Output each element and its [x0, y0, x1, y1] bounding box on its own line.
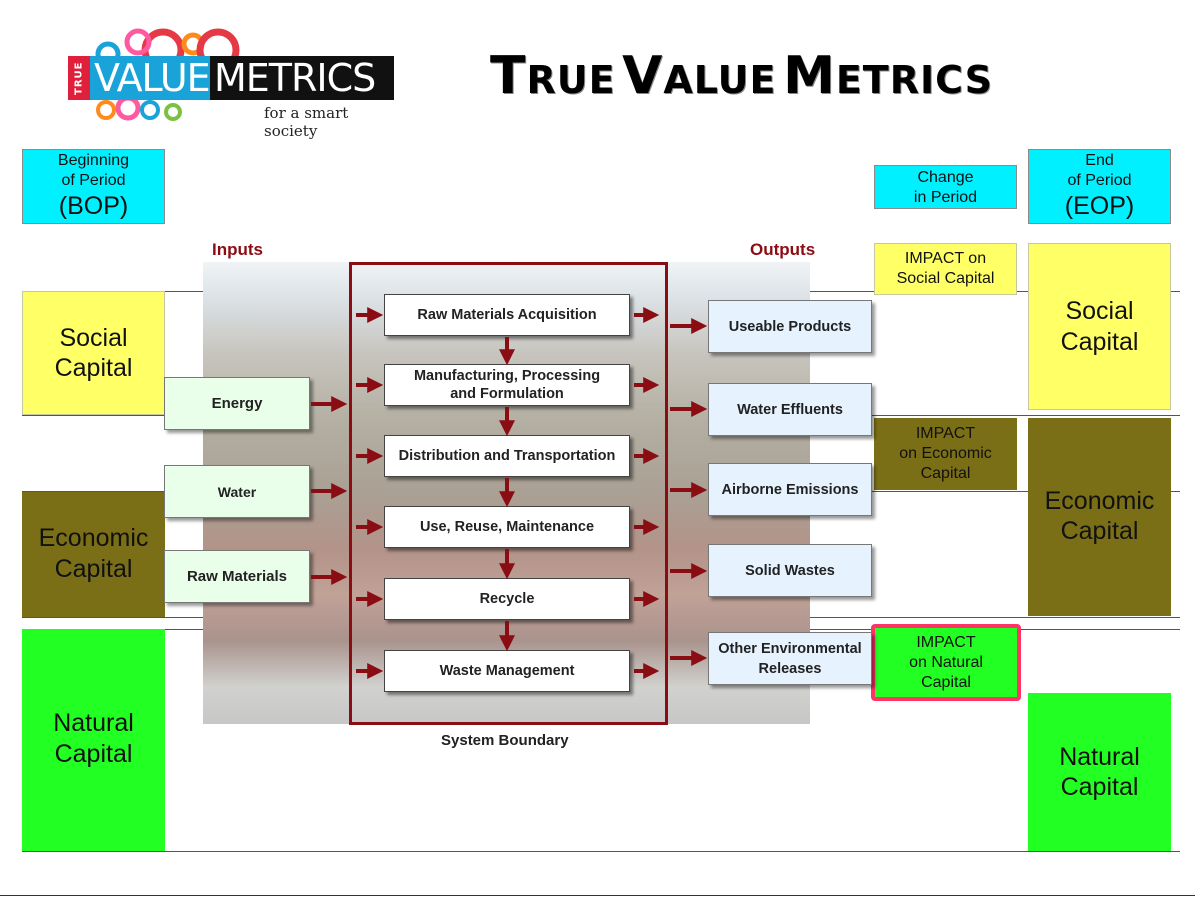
- logo: TRUE VALUE METRICS for a smart society: [68, 20, 398, 140]
- stage-raw-materials-acquisition: Raw Materials Acquisition: [384, 294, 630, 336]
- impact-economic: IMPACT on Economic Capital: [874, 418, 1017, 490]
- stage-label: and Formulation: [450, 386, 564, 402]
- bop-natural-capital: Natural Capital: [22, 629, 165, 851]
- inputs-header: Inputs: [212, 240, 263, 259]
- logo-tagline: for a smart society: [264, 104, 349, 140]
- title-letter: T: [490, 46, 527, 106]
- impact-line: IMPACT: [916, 633, 976, 651]
- title-part: ALUE: [663, 58, 777, 102]
- title-letter: V: [622, 46, 664, 106]
- eop-line: of Period: [1067, 172, 1132, 189]
- stage-label: Use, Reuse, Maintenance: [419, 519, 595, 535]
- bop-line: of Period: [61, 172, 126, 189]
- stage-manufacturing: Manufacturing, Processing and Formulatio…: [384, 364, 630, 406]
- change-line: Change: [917, 169, 974, 186]
- eop-natural-capital: Natural Capital: [1028, 693, 1171, 851]
- band-line: [22, 851, 1180, 852]
- output-label: Useable Products: [728, 318, 852, 335]
- capital-label: Economic: [38, 524, 149, 552]
- page-title: TRUE VALUE METRICS: [490, 46, 1090, 106]
- capital-label: Social: [59, 324, 128, 352]
- stage-recycle: Recycle: [384, 578, 630, 620]
- output-label: Other Environmental: [718, 640, 862, 657]
- output-solid-wastes: Solid Wastes: [708, 544, 872, 597]
- impact-line: IMPACT on: [904, 250, 987, 267]
- eop-economic-capital: Economic Capital: [1028, 418, 1171, 616]
- stage-label: Raw Materials Acquisition: [417, 307, 597, 323]
- capital-label: Capital: [1060, 328, 1139, 356]
- input-raw-materials: Raw Materials: [164, 550, 310, 603]
- capital-label: Economic: [1044, 487, 1155, 515]
- capital-label: Natural: [53, 709, 134, 737]
- bop-abbr: (BOP): [58, 192, 129, 220]
- eop-box: End of Period (EOP): [1028, 149, 1171, 224]
- output-water-effluents: Water Effluents: [708, 383, 872, 436]
- system-boundary-frame: [349, 262, 668, 725]
- impact-line: Capital: [921, 673, 971, 691]
- capital-label: Natural: [1059, 743, 1140, 771]
- change-line: in Period: [913, 189, 978, 206]
- impact-social: IMPACT on Social Capital: [874, 243, 1017, 295]
- capital-label: Capital: [54, 555, 133, 583]
- output-label: Solid Wastes: [745, 562, 835, 579]
- stage-label: Recycle: [479, 591, 535, 607]
- impact-line: IMPACT: [915, 425, 976, 442]
- output-label: Water Effluents: [737, 401, 843, 418]
- stage-label: Distribution and Transportation: [398, 448, 616, 464]
- impact-line: Social Capital: [896, 270, 995, 287]
- outputs-header: Outputs: [750, 240, 816, 259]
- bop-line: Beginning: [57, 152, 130, 169]
- capital-label: Capital: [1060, 517, 1139, 545]
- capital-label: Capital: [54, 740, 133, 768]
- eop-social-capital: Social Capital: [1028, 243, 1171, 410]
- bop-box: Beginning of Period (BOP): [22, 149, 165, 224]
- stage-label: Manufacturing, Processing: [413, 368, 601, 384]
- output-label: Airborne Emissions: [721, 481, 859, 498]
- logo-value: VALUE: [90, 56, 214, 100]
- bop-economic-capital: Economic Capital: [22, 492, 165, 617]
- title-part: ETRICS: [835, 58, 994, 102]
- logo-metrics: METRICS: [210, 56, 394, 100]
- logo-true: TRUE: [68, 56, 90, 100]
- output-label: Releases: [758, 660, 822, 677]
- output-airborne-emissions: Airborne Emissions: [708, 463, 872, 516]
- stage-distribution: Distribution and Transportation: [384, 435, 630, 477]
- impact-natural: IMPACT on Natural Capital: [871, 624, 1021, 701]
- output-useable-products: Useable Products: [708, 300, 872, 353]
- system-boundary-label: System Boundary: [441, 732, 569, 749]
- output-other-releases: Other Environmental Releases: [708, 632, 872, 685]
- eop-abbr: (EOP): [1064, 192, 1135, 220]
- stage-label: Waste Management: [439, 663, 575, 679]
- input-energy: Energy: [164, 377, 310, 430]
- capital-label: Social: [1065, 297, 1134, 325]
- capital-label: Capital: [1060, 773, 1139, 801]
- capital-label: Capital: [54, 354, 133, 382]
- impact-line: Capital: [920, 465, 971, 482]
- title-letter: M: [783, 46, 836, 106]
- impact-line: on Natural: [909, 653, 983, 671]
- input-water: Water: [164, 465, 310, 518]
- footer-line: [0, 895, 1195, 896]
- impact-line: on Economic: [899, 445, 992, 462]
- eop-line: End: [1085, 152, 1114, 169]
- change-box: Change in Period: [874, 165, 1017, 209]
- title-part: RUE: [526, 58, 616, 102]
- bop-social-capital: Social Capital: [22, 291, 165, 415]
- stage-use-reuse: Use, Reuse, Maintenance: [384, 506, 630, 548]
- stage-waste-management: Waste Management: [384, 650, 630, 692]
